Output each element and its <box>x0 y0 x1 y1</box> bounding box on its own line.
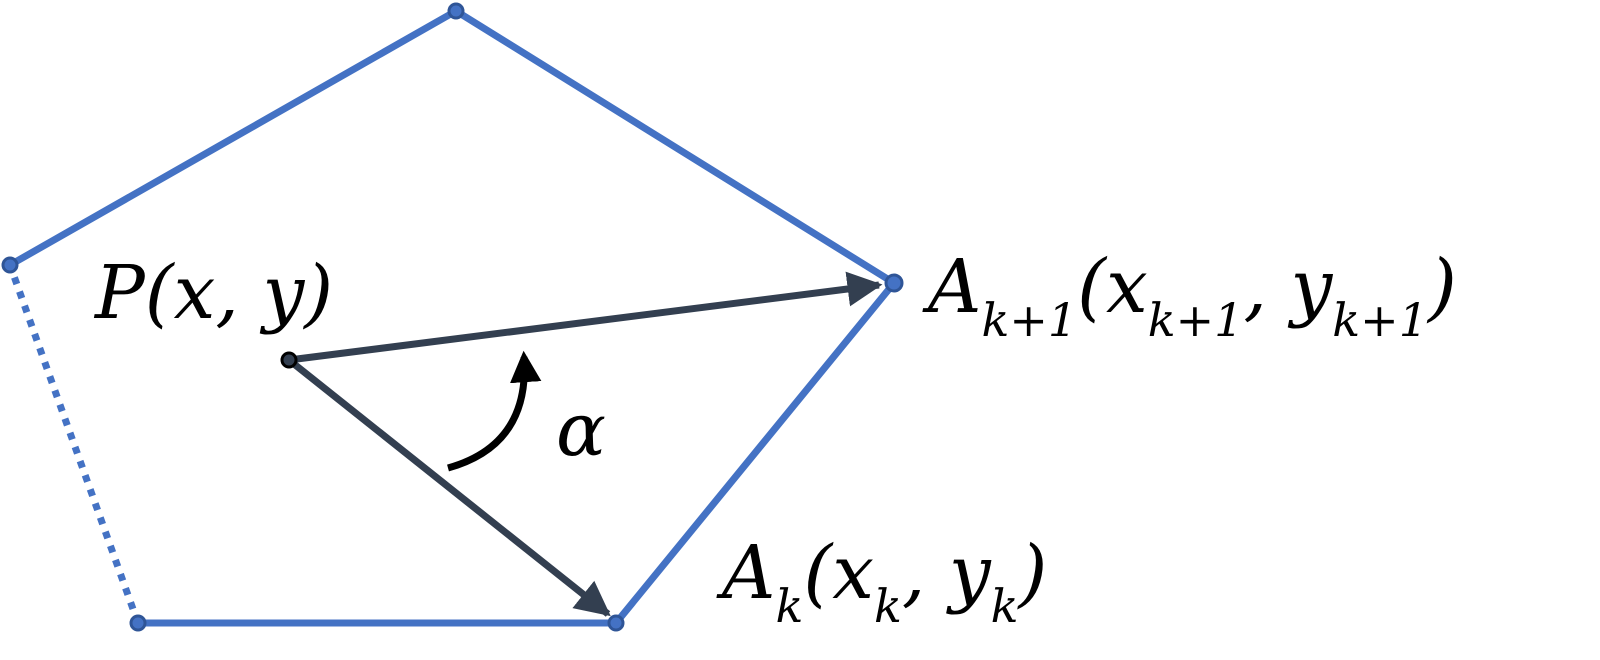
label-vertex-ak1: Ak+1(xk+1, yk+1) <box>922 244 1457 347</box>
ak-x-sub: k <box>874 579 902 633</box>
vertex-bottom-left <box>129 614 147 632</box>
vertex-ak <box>607 614 625 632</box>
edge-omitted-dotted <box>6 263 142 625</box>
ak1-sep: , <box>1243 244 1290 330</box>
ak1-sub: k+1 <box>981 293 1077 347</box>
edge-left-top <box>6 7 460 269</box>
ak1-y: y <box>1287 244 1333 330</box>
polygon-vertices <box>1 2 904 632</box>
vectors <box>286 271 883 617</box>
vector-p-to-ak1 <box>288 271 883 364</box>
vertex-top <box>447 2 465 20</box>
vector-p-to-ak <box>286 357 611 617</box>
ak-sub: k <box>775 579 803 633</box>
ak-open: ( <box>803 530 834 616</box>
label-vertex-ak: Ak(xk, yk) <box>716 530 1047 633</box>
ak1-x-sub: k+1 <box>1148 293 1244 347</box>
edge-ak1-ak <box>612 279 898 627</box>
ak1-open: ( <box>1077 244 1108 330</box>
ak1-base: A <box>922 244 981 330</box>
angle-arc-arrow <box>447 350 542 472</box>
ak1-close: ) <box>1426 244 1457 330</box>
label-point-p: P(x, y) <box>93 250 333 336</box>
vertex-ak1 <box>884 273 904 293</box>
ak-y: y <box>946 530 992 616</box>
label-angle-alpha: α <box>556 387 606 473</box>
ak-x: x <box>832 530 874 616</box>
point-p <box>280 351 298 369</box>
polygon-edges <box>6 7 898 627</box>
edge-top-right <box>452 7 898 287</box>
ak-sep: , <box>902 530 949 616</box>
vertex-left <box>1 256 19 274</box>
ak-y-sub: k <box>991 579 1019 633</box>
ak1-y-sub: k+1 <box>1332 293 1428 347</box>
ak-base: A <box>716 530 775 616</box>
ak-close: ) <box>1017 530 1048 616</box>
ak1-x: x <box>1106 244 1148 330</box>
